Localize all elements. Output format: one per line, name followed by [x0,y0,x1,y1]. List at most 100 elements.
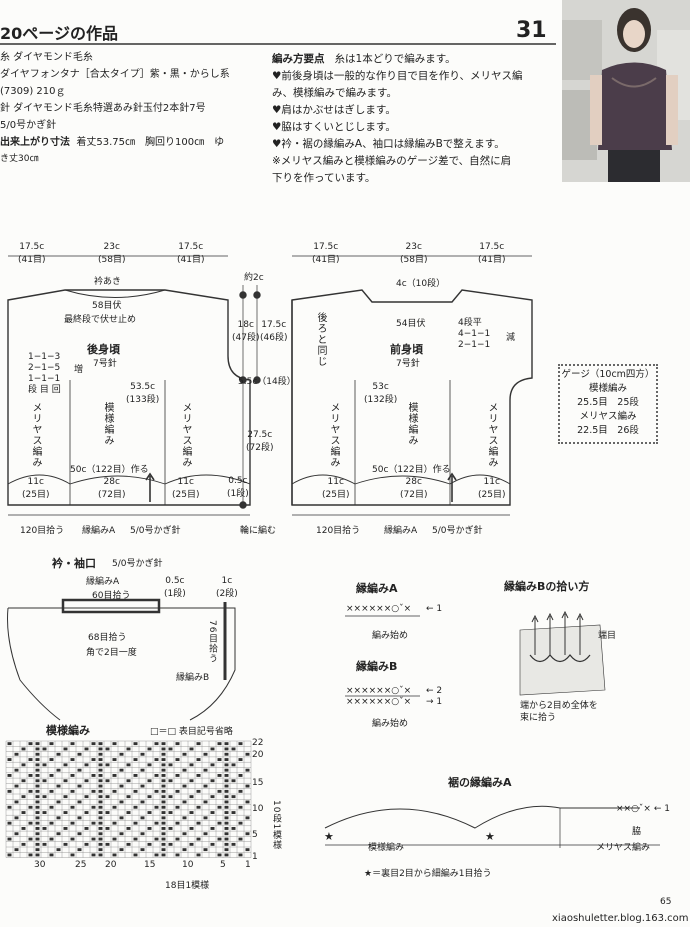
model-photo [562,0,690,182]
x-label: 15 [144,860,156,870]
y-label: 15 [252,778,264,788]
back-w-right: 17.5c(41目) [177,242,205,265]
yarn-amount: (7309) 210ｇ [0,86,66,97]
back-b-mid: 28c(72目) [98,477,126,500]
pattern-title: 模様編み [46,724,90,737]
back-last-row: 最終段で伏せ止め [64,315,137,325]
x-label: 10 [182,860,194,870]
front-pattern: 模様編み [406,402,417,446]
edge-b-row2: ← 2 [426,686,443,696]
edge-b-title: 縁編みB [356,660,398,673]
needle-line2: 5/0号かぎ針 [0,120,57,131]
edge-a-row: ← 1 [426,604,443,614]
front-w-right: 17.5c(41目) [478,242,506,265]
front-dec-label: 減 [506,333,516,343]
x-label: 30 [34,860,46,870]
yarn-line: 糸 ダイヤモンド毛糸 [0,52,93,63]
page-title: 20ページの作品 [0,24,118,43]
front-b-left: 11c(25目) [322,477,350,500]
back-inc: 増 [74,365,84,375]
hem-row: ××○ˇ× ← 1 [616,804,670,814]
front-bind: 54目伏 [396,319,426,329]
x-label: 1 [245,860,251,870]
back-edge: 縁編みA [82,526,116,536]
front-name: 前身頃 [390,343,423,356]
front-same: 後ろと同じ [315,312,326,367]
front-edge: 縁編みA [384,526,418,536]
front-stockinette-right: メリヤス編み [486,402,497,468]
back-w-mid: 23c(58目) [98,242,126,265]
collar-edge-b: 縁編みB [176,673,210,683]
size-value2: き丈30㎝ [0,154,39,164]
points-line-6: ※メリヤス編みと模様編みのゲージ差で、自然に肩 [272,155,512,167]
back-b-right: 11c(25目) [172,477,200,500]
edge-b-pick-title: 縁編みBの拾い方 [504,580,590,593]
back-neck: 衿あき [94,277,122,287]
size-label: 出来上がり寸法 [0,137,70,148]
front-stockinette-left: メリヤス編み [328,402,339,468]
points-line-5: ♥衿・裾の縁編みA、袖口は縁編みBで整えます。 [272,138,505,150]
star-icon: ★ [324,830,334,843]
back-w-left: 17.5c(41目) [18,242,46,265]
gauge-title: ゲージ（10cm四方） [561,369,655,380]
model-photo-illustration [562,0,690,182]
front-b-right: 11c(25目) [478,477,506,500]
hem-stockinette: メリヤス編み [596,843,651,853]
gauge-l1: 模様編み [588,383,627,394]
page-number: 31 [516,18,547,43]
y-label: 5 [252,830,258,840]
mid-top: 約2c [244,273,264,283]
mid-d: 27.5c(72段) [246,430,274,453]
edge-b-chart2: ××××××○ˇ× [346,686,412,696]
front-neck-depth: 4c（10段） [396,279,446,289]
back-pick: 120目拾う [20,526,65,536]
x-label: 20 [105,860,117,870]
pattern-repeat-rows: 10段1模様 [271,800,281,851]
collar-pick76: 76目拾う [207,620,217,664]
hem-title: 裾の縁編みA [448,776,512,789]
hem-pattern: 模様編み [368,843,405,853]
points-label: 編み方要点 [272,53,325,65]
edge-a-chart: ××××××○ˇ× [346,604,412,614]
pattern-legend: □＝□ 表目記号省略 [150,727,233,737]
back-needle: 7号針 [93,359,117,369]
front-w-mid: 23c(58目) [400,242,428,265]
footer-url: xiaoshuletter.blog.163.com [552,913,689,924]
back-stockinette-left: メリヤス編み [30,402,41,468]
collar-hook: 5/0号かぎ針 [112,559,163,569]
collar-edge-a: 縁編みA [86,577,120,587]
y-label: 10 [252,804,264,814]
back-name: 後身頃 [87,343,120,356]
y-label: 20 [252,750,264,760]
front-body-outline [291,289,533,506]
points-line-1: ♥前後身頃は一般的な作り目で目を作り、メリヤス編 [272,70,523,82]
hem-outline [324,805,640,829]
hem-shoulder: 脇 [632,827,642,837]
back-stockinette-right: メリヤス編み [180,402,191,468]
points-line-3: ♥肩はかぶせはぎします。 [272,104,396,116]
front-height: 53c(132段) [364,382,398,405]
edge-b-pick-label1: 端目 [598,631,617,641]
front-b-mid: 28c(72目) [400,477,428,500]
collar-pick60: 60目拾う [92,591,131,601]
front-needle: 7号針 [396,359,420,369]
hem-note: ★＝裏目2目から細編み1目拾う [364,869,492,879]
points-line-7: 下りを作っています。 [272,172,376,184]
x-label: 5 [220,860,226,870]
mid-b: 17.5c(46段) [260,320,288,343]
collar-outline [8,607,236,721]
collar-h1: 1c(2段) [216,576,238,599]
mid-e: 0.5c(1段) [227,476,249,499]
points-line-0: 糸は1本どりで編みます。 [334,53,456,65]
y-label: 1 [252,852,258,862]
gauge-l4: 22.5目 26段 [577,425,639,436]
back-bind: 58目伏 [92,301,122,311]
gauge-box: ゲージ（10cm四方） 模様編み 25.5目 25段 メリヤス編み 22.5目 … [558,364,658,444]
points-line-2: み、模様編みで編みます。 [272,87,397,99]
edge-b-chart1: ××××××○ˇ× [346,697,412,707]
gauge-l2: 25.5目 25段 [577,397,639,408]
front-pick: 120目拾う [316,526,361,536]
